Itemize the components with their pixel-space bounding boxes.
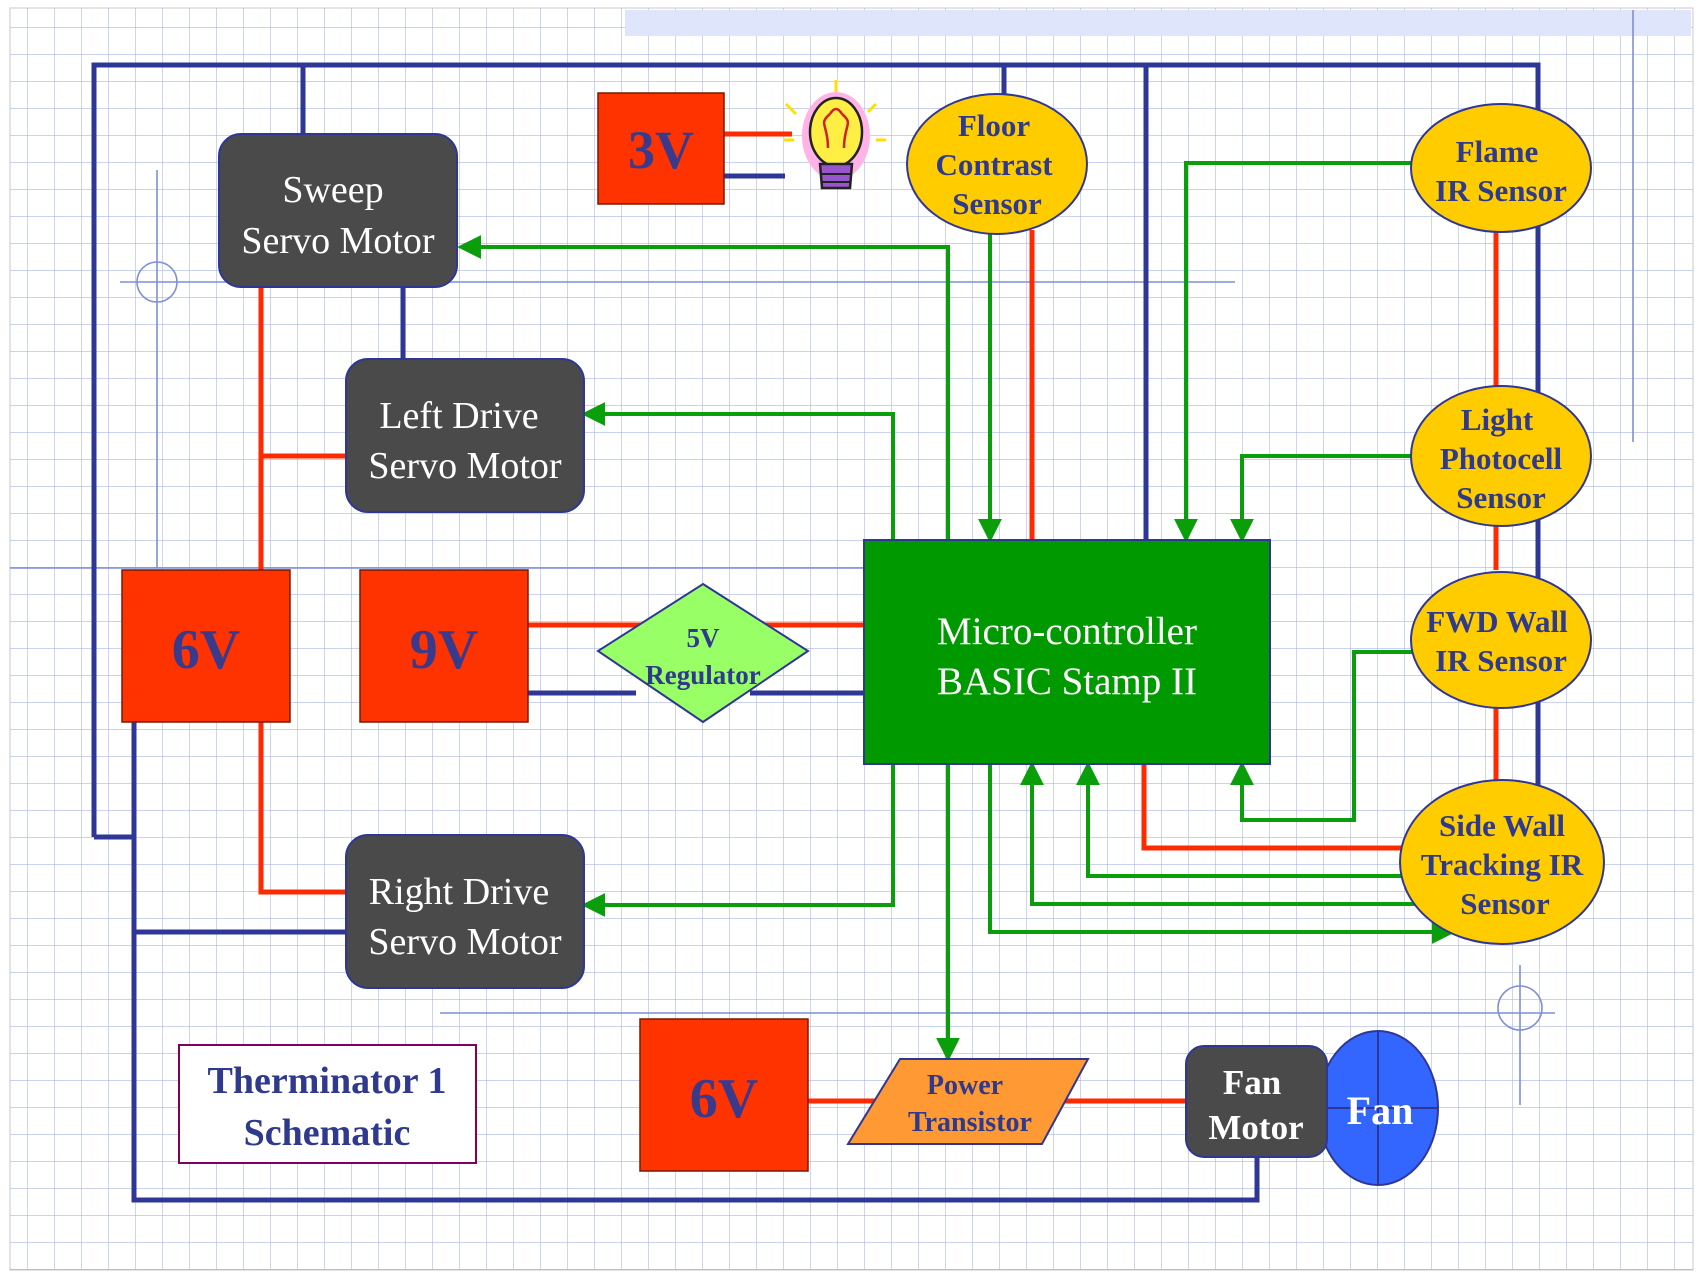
left-servo-line1: Left Drive	[379, 395, 538, 437]
light-sensor-line2: Photocell	[1440, 441, 1563, 476]
flame-sensor-line1: Flame	[1456, 134, 1539, 169]
light-photocell-sensor: Light Photocell Sensor	[1410, 385, 1592, 527]
battery-6v-bottom-label: 6V	[690, 1068, 758, 1130]
voltage-regulator: 5V Regulator	[596, 582, 810, 724]
flame-ir-sensor: Flame IR Sensor	[1410, 103, 1592, 233]
battery-9v: 9V	[359, 569, 529, 723]
regulator-line1: 5V	[687, 623, 721, 653]
fan: Fan	[1317, 1030, 1439, 1186]
transistor-line2: Transistor	[908, 1107, 1032, 1138]
sweep-servo-motor: Sweep Servo Motor	[218, 133, 458, 288]
left-drive-servo-motor: Left Drive Servo Motor	[345, 358, 585, 513]
micro-controller: Micro-controller BASIC Stamp II	[863, 539, 1271, 765]
lightbulb-icon	[784, 80, 886, 190]
flame-sensor-line2: IR Sensor	[1435, 173, 1567, 208]
fan-motor-line2: Motor	[1208, 1108, 1303, 1147]
fwd-wall-ir-sensor: FWD Wall IR Sensor	[1410, 571, 1592, 709]
schematic-title-line2: Schematic	[244, 1112, 411, 1154]
fan-label: Fan	[1347, 1088, 1414, 1133]
regulator-line2: Regulator	[645, 660, 760, 690]
battery-3v-label: 3V	[628, 120, 694, 180]
transistor-line1: Power	[927, 1070, 1003, 1101]
sweep-servo-line1: Sweep	[282, 169, 383, 211]
right-servo-line1: Right Drive	[369, 871, 549, 913]
floor-contrast-sensor: Floor Contrast Sensor	[906, 93, 1088, 235]
floor-sensor-line1: Floor	[958, 108, 1031, 143]
signal-wires	[457, 161, 1456, 1062]
battery-3v: 3V	[597, 92, 725, 205]
side-sensor-line2: Tracking IR	[1421, 847, 1584, 882]
side-sensor-line1: Side Wall	[1439, 808, 1565, 843]
light-sensor-line3: Sensor	[1456, 480, 1546, 515]
power-wires	[258, 131, 1499, 1104]
fan-motor-line1: Fan	[1223, 1063, 1281, 1102]
side-wall-tracking-ir-sensor: Side Wall Tracking IR Sensor	[1399, 779, 1605, 945]
controller-line1: Micro-controller	[937, 610, 1197, 653]
top-banner	[625, 10, 1691, 36]
light-sensor-line1: Light	[1461, 402, 1534, 437]
fan-motor: Fan Motor	[1185, 1045, 1328, 1158]
left-servo-line2: Servo Motor	[368, 445, 562, 487]
schematic-title-box: Therminator 1 Schematic	[178, 1044, 477, 1164]
fwd-sensor-line1: FWD Wall	[1426, 604, 1568, 639]
schematic-title-line1: Therminator 1	[208, 1060, 447, 1102]
battery-6v-left: 6V	[121, 569, 291, 723]
floor-sensor-line2: Contrast	[935, 147, 1053, 182]
floor-sensor-line3: Sensor	[952, 186, 1042, 221]
battery-6v-left-label: 6V	[172, 619, 240, 681]
battery-6v-bottom: 6V	[639, 1018, 809, 1172]
power-transistor: Power Transistor	[846, 1058, 1090, 1145]
controller-line2: BASIC Stamp II	[937, 660, 1197, 703]
sweep-servo-line2: Servo Motor	[241, 220, 435, 262]
right-servo-line2: Servo Motor	[368, 921, 562, 963]
fwd-sensor-line2: IR Sensor	[1435, 643, 1567, 678]
side-sensor-line3: Sensor	[1460, 886, 1550, 921]
battery-9v-label: 9V	[410, 619, 478, 681]
right-drive-servo-motor: Right Drive Servo Motor	[345, 834, 585, 989]
